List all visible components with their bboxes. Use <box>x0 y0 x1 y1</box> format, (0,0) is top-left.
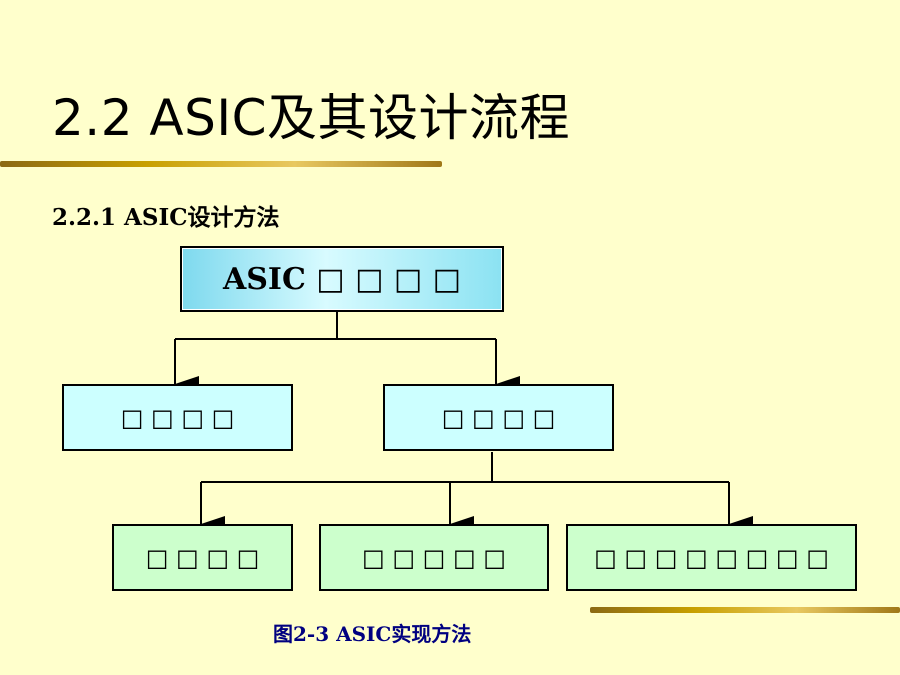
figure-caption: 图2-3 ASIC实现方法 <box>273 622 472 646</box>
title-underline <box>0 161 442 167</box>
root-box-asic: ASIC □ □ □ □ <box>180 246 504 312</box>
caption-rule <box>590 607 900 613</box>
section-subtitle: 2.2.1 ASIC设计方法 <box>52 204 280 231</box>
right-method-box: □ □ □ □ <box>383 384 614 451</box>
root-box-label: ASIC □ □ □ □ <box>222 261 461 297</box>
leaf-box-3: □ □ □ □ □ □ □ □ <box>566 524 857 591</box>
leaf-box-3-label: □ □ □ □ □ □ □ □ <box>594 543 829 572</box>
leaf-box-1-label: □ □ □ □ <box>145 543 260 572</box>
slide-title: 2.2 ASIC及其设计流程 <box>52 89 571 147</box>
leaf-box-1: □ □ □ □ <box>112 524 293 591</box>
right-method-label: □ □ □ □ <box>441 403 556 432</box>
leaf-box-2: □ □ □ □ □ <box>319 524 549 591</box>
leaf-box-2-label: □ □ □ □ □ <box>362 543 506 572</box>
left-method-label: □ □ □ □ <box>120 403 235 432</box>
left-method-box: □ □ □ □ <box>62 384 293 451</box>
